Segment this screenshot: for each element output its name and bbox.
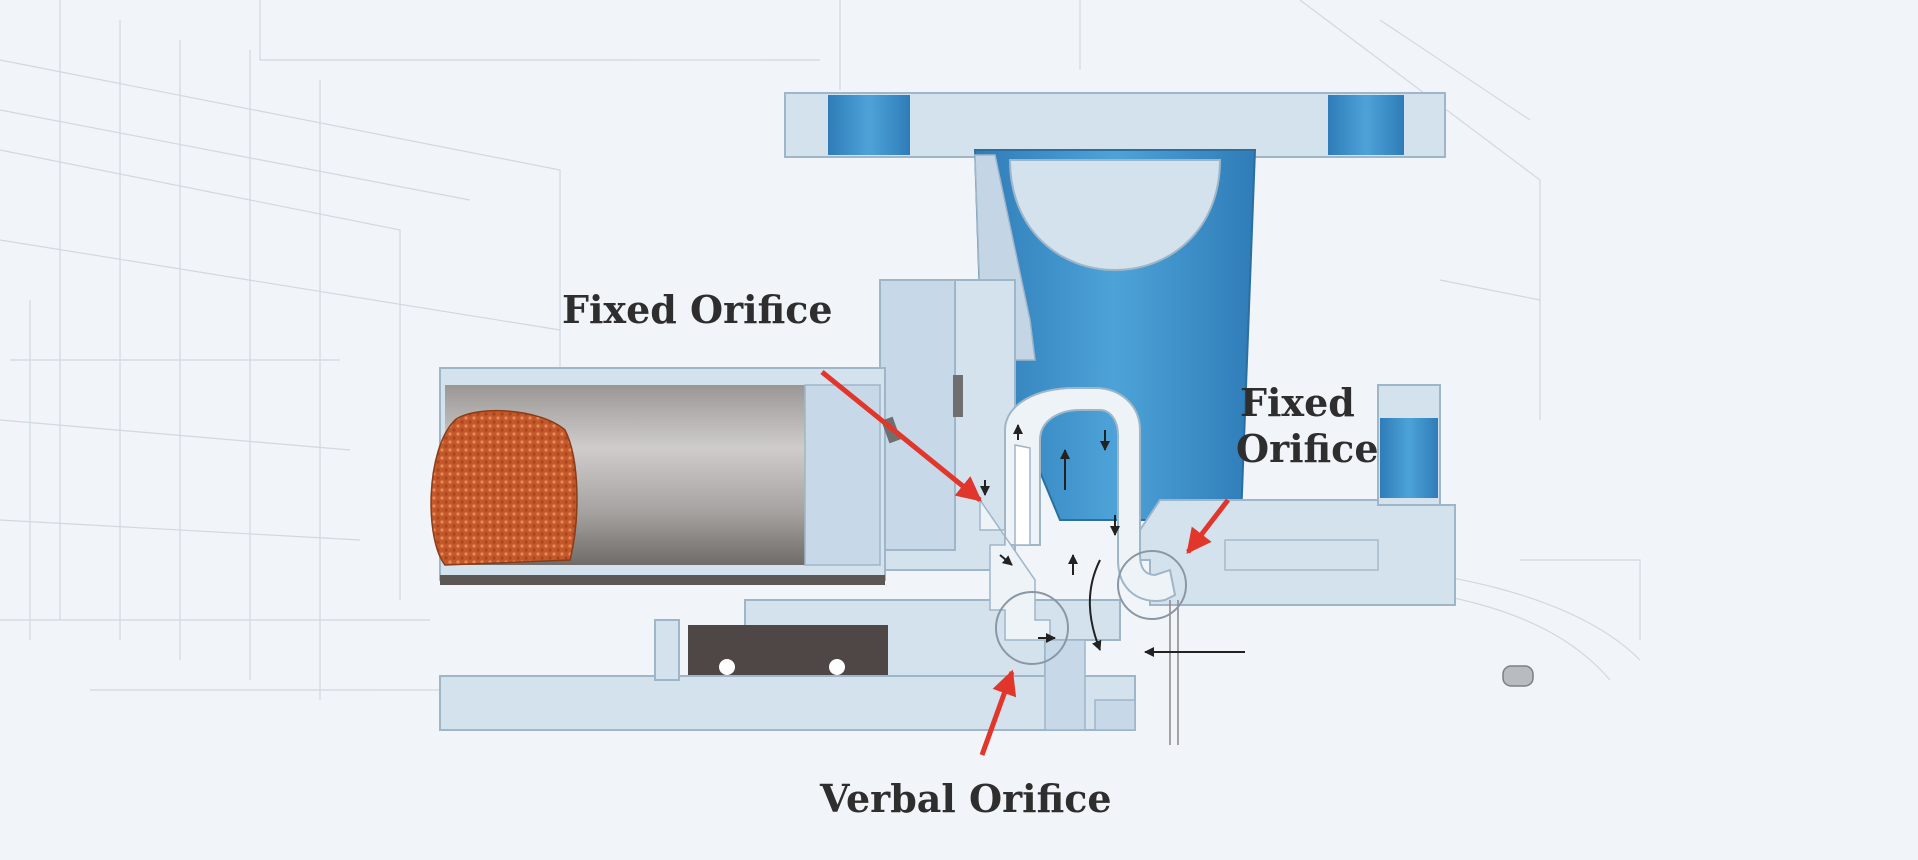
right-lug xyxy=(1377,384,1441,506)
pointer-arrow-fixed-right xyxy=(1186,498,1230,554)
orifice-highlight-circle-lower xyxy=(995,591,1069,665)
pointer-arrow-verbal xyxy=(979,669,1017,756)
orifice-highlight-circle-right xyxy=(1117,550,1187,620)
label-fixed-orifice-right-line1: Fixed xyxy=(1240,380,1355,425)
volute-body xyxy=(973,149,1257,546)
top-flange xyxy=(784,92,1446,158)
flow-arrows xyxy=(980,424,1245,657)
label-verbal-orifice: Verbal Orifice xyxy=(820,776,1112,821)
rotor-winding xyxy=(430,409,578,566)
pointer-arrows xyxy=(820,370,1230,756)
pointer-arrow-fixed-left xyxy=(820,370,982,502)
motor-cylinder xyxy=(430,367,901,585)
background-sketch-lines xyxy=(0,0,1641,700)
label-fixed-orifice-right-line2: Orifice xyxy=(1236,425,1379,471)
variable-orifice-step xyxy=(979,497,1051,641)
impeller-channel xyxy=(1004,387,1177,602)
background-pin xyxy=(1502,665,1534,687)
label-fixed-orifice-right: Fixed Orifice xyxy=(1236,380,1379,471)
label-fixed-orifice-left: Fixed Orifice xyxy=(562,287,833,332)
